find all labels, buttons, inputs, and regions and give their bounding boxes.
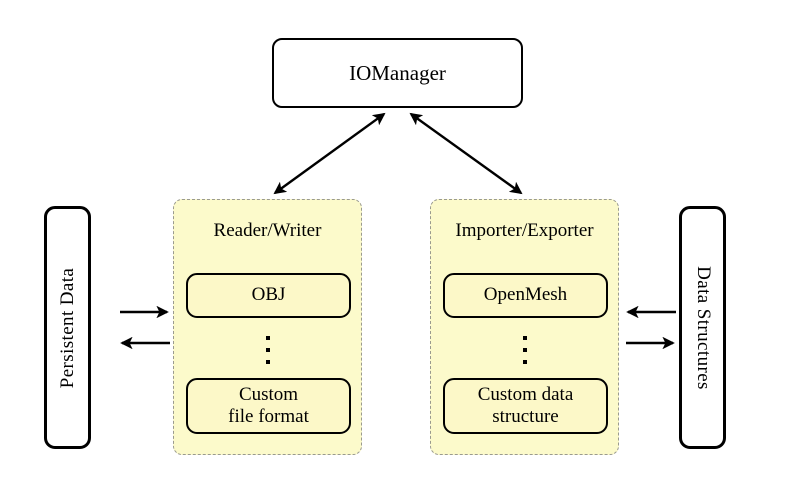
ellipsis-dot bbox=[522, 336, 527, 340]
ellipsis-dot bbox=[522, 348, 527, 352]
ellipsis-dot bbox=[265, 336, 270, 340]
node-openmesh-label: OpenMesh bbox=[483, 284, 568, 306]
node-custom-file-format[interactable]: Custom file format bbox=[186, 378, 351, 434]
node-obj[interactable]: OBJ bbox=[186, 273, 351, 318]
node-custom-file-format-line2: file format bbox=[228, 406, 309, 427]
node-custom-data-structure-label: Custom data structure bbox=[478, 384, 574, 429]
arrow-iomanager-reader-writer bbox=[273, 112, 386, 195]
ellipsis-dot bbox=[265, 348, 270, 352]
node-openmesh[interactable]: OpenMesh bbox=[443, 273, 608, 318]
node-custom-file-format-line1: Custom bbox=[238, 383, 299, 405]
group-reader-writer[interactable]: Reader/Writer OBJ Custom file format bbox=[173, 199, 362, 455]
node-custom-data-structure[interactable]: Custom data structure bbox=[443, 378, 608, 434]
node-persistent-data-label: Persistent Data bbox=[56, 267, 78, 388]
node-custom-data-structure-line2: structure bbox=[492, 406, 559, 427]
node-custom-file-format-label: Custom file format bbox=[228, 384, 309, 429]
arrow-iomanager-importer-exporter bbox=[409, 112, 523, 195]
ellipsis-dot bbox=[522, 360, 527, 364]
ellipsis-reader-writer bbox=[174, 328, 361, 372]
node-custom-data-structure-line1: Custom data bbox=[477, 383, 574, 405]
node-data-structures-label: Data Structures bbox=[692, 265, 714, 390]
ellipsis-importer-exporter bbox=[431, 328, 618, 372]
node-iomanager[interactable]: IOManager bbox=[272, 38, 523, 108]
ellipsis-dot bbox=[265, 360, 270, 364]
node-iomanager-label: IOManager bbox=[349, 60, 446, 85]
node-data-structures[interactable]: Data Structures bbox=[679, 206, 726, 449]
group-reader-writer-title: Reader/Writer bbox=[213, 220, 322, 241]
node-obj-label: OBJ bbox=[251, 284, 286, 306]
node-persistent-data[interactable]: Persistent Data bbox=[44, 206, 91, 449]
group-importer-exporter[interactable]: Importer/Exporter OpenMesh Custom data s… bbox=[430, 199, 619, 455]
group-importer-exporter-title: Importer/Exporter bbox=[455, 220, 594, 241]
